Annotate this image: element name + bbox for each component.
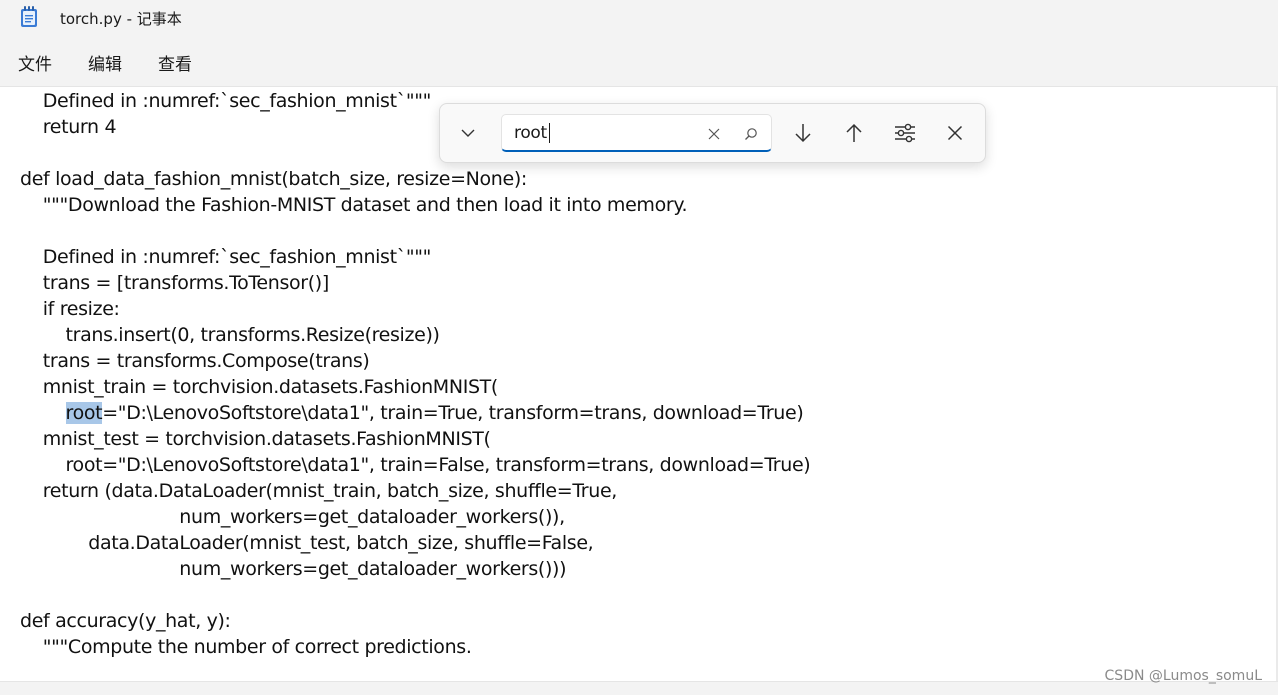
menu-bar: 文件 编辑 查看 [0, 36, 1278, 87]
code-line: trans = [transforms.ToTensor()] [20, 272, 330, 294]
code-line: num_workers=get_dataloader_workers())) [20, 558, 567, 580]
clear-icon[interactable] [703, 123, 725, 145]
code-line: mnist_test = torchvision.datasets.Fashio… [20, 428, 491, 450]
code-line: return 4 [20, 116, 117, 138]
watermark: CSDN @Lumos_somuL [1104, 668, 1262, 684]
close-icon[interactable] [940, 118, 970, 148]
code-line: """Compute the number of correct predict… [20, 636, 472, 658]
match-prefix [20, 402, 66, 424]
window-title: torch.py - 记事本 [60, 10, 182, 28]
code-line: trans.insert(0, transforms.Resize(resize… [20, 324, 440, 346]
code-line: num_workers=get_dataloader_workers()), [20, 506, 565, 528]
search-icon[interactable] [740, 123, 762, 145]
chevron-down-icon[interactable] [453, 118, 483, 148]
find-input-wrap [501, 114, 772, 152]
vertical-scrollbar[interactable] [1276, 87, 1278, 681]
code-line-match: root="D:\LenovoSoftstore\data1", train=T… [20, 400, 804, 426]
code-line: root="D:\LenovoSoftstore\data1", train=F… [20, 454, 811, 476]
text-caret [549, 123, 550, 143]
match-suffix: ="D:\LenovoSoftstore\data1", train=True,… [102, 402, 804, 424]
menu-view[interactable]: 查看 [158, 55, 192, 75]
code-line: Defined in :numref:`sec_fashion_mnist`""… [20, 90, 432, 112]
find-input[interactable] [514, 122, 694, 144]
menu-edit[interactable]: 编辑 [88, 55, 122, 75]
notepad-icon [20, 6, 38, 28]
text-editor[interactable]: Defined in :numref:`sec_fashion_mnist`""… [0, 87, 1278, 681]
code-line: data.DataLoader(mnist_test, batch_size, … [20, 532, 594, 554]
code-line: def load_data_fashion_mnist(batch_size, … [20, 168, 527, 190]
menu-file[interactable]: 文件 [18, 55, 52, 75]
code-line: return (data.DataLoader(mnist_train, bat… [20, 480, 618, 502]
code-line: if resize: [20, 298, 120, 320]
code-line: trans = transforms.Compose(trans) [20, 350, 370, 372]
find-bar [439, 103, 986, 163]
code-line: Defined in :numref:`sec_fashion_mnist`""… [20, 246, 432, 268]
options-icon[interactable] [890, 118, 920, 148]
code-line: def accuracy(y_hat, y): [20, 610, 231, 632]
status-bar [0, 681, 1278, 695]
code-line: """Download the Fashion-MNIST dataset an… [20, 194, 688, 216]
search-match-highlight: root [65, 402, 103, 424]
title-bar[interactable]: torch.py - 记事本 [0, 0, 1278, 36]
arrow-down-icon[interactable] [788, 118, 818, 148]
code-line: mnist_train = torchvision.datasets.Fashi… [20, 376, 499, 398]
arrow-up-icon[interactable] [839, 118, 869, 148]
